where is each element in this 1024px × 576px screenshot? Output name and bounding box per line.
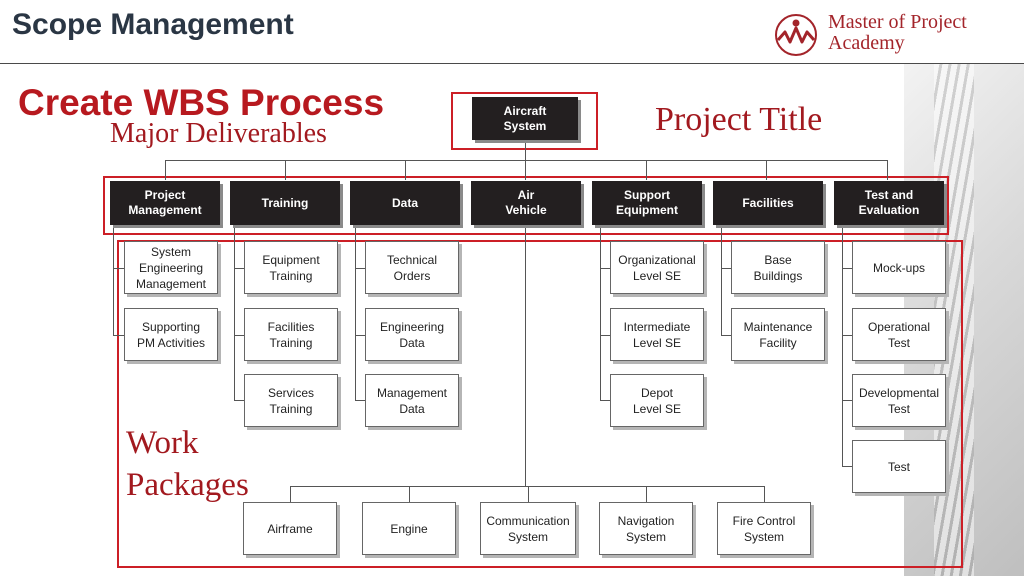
major-deliverables-highlight — [103, 176, 949, 235]
connector — [290, 486, 764, 487]
connector — [528, 486, 529, 502]
work-package-management-data: Management Data — [365, 374, 459, 427]
work-package-technical-orders: Technical Orders — [365, 241, 459, 294]
work-package-supporting-pm-activities: Supporting PM Activities — [124, 308, 218, 361]
logo-text-line-2: Academy — [828, 32, 905, 54]
work-package-engineering-data: Engineering Data — [365, 308, 459, 361]
deliverable-project-management: Project Management — [110, 181, 220, 225]
logo-text-line-1: Master of Project — [828, 11, 967, 33]
work-package-organizational-level-se: Organizational Level SE — [610, 241, 704, 294]
connector — [600, 335, 610, 336]
connector — [234, 268, 244, 269]
connector — [764, 486, 765, 502]
connector — [285, 160, 286, 180]
slide-subtitle: Major Deliverables — [110, 118, 327, 149]
connector — [355, 400, 365, 401]
wbs-root-node: Aircraft System — [472, 97, 578, 140]
connector — [842, 268, 852, 269]
work-package-engine: Engine — [362, 502, 456, 555]
work-package-maintenance-facility: Maintenance Facility — [731, 308, 825, 361]
connector — [355, 268, 365, 269]
connector — [842, 400, 852, 401]
connector — [234, 335, 244, 336]
connector — [721, 268, 731, 269]
connector — [355, 335, 365, 336]
connector — [165, 160, 166, 180]
connector — [525, 225, 526, 486]
slide-title: Create WBS Process — [18, 82, 385, 123]
connector — [234, 400, 244, 401]
connector — [646, 486, 647, 502]
work-package-mock-ups: Mock-ups — [852, 241, 946, 294]
work-package-facilities-training: Facilities Training — [244, 308, 338, 361]
work-package-services-training: Services Training — [244, 374, 338, 427]
connector — [600, 400, 610, 401]
work-package-airframe: Airframe — [243, 502, 337, 555]
deliverable-data: Data — [350, 181, 460, 225]
work-package-communication-system: Communication System — [480, 502, 576, 555]
connector — [600, 225, 601, 400]
page-title: Scope Management — [12, 8, 294, 41]
connector — [842, 335, 852, 336]
project-title-highlight — [451, 92, 598, 150]
connector — [887, 160, 888, 180]
mpa-logo-icon — [775, 14, 817, 56]
connector — [234, 225, 235, 400]
connector — [290, 486, 291, 502]
connector — [721, 335, 731, 336]
project-title-label: Project Title — [655, 101, 823, 138]
work-package-fire-control-system: Fire Control System — [717, 502, 811, 555]
deliverable-support-equipment: Support Equipment — [592, 181, 702, 225]
connector — [113, 268, 124, 269]
connector — [405, 160, 406, 180]
connector — [842, 225, 843, 466]
work-package-base-buildings: Base Buildings — [731, 241, 825, 294]
work-package-system-engineering-management: System Engineering Management — [124, 241, 218, 294]
work-package-test: Test — [852, 440, 946, 493]
work-package-operational-test: Operational Test — [852, 308, 946, 361]
work-package-equipment-training: Equipment Training — [244, 241, 338, 294]
connector — [842, 466, 852, 467]
logo-text: Master of Project Academy — [828, 12, 967, 54]
slide-header: Scope Management Master of Project Acade… — [0, 0, 1024, 64]
connector — [165, 160, 887, 161]
connector — [113, 225, 114, 336]
deliverable-facilities: Facilities — [713, 181, 823, 225]
work-package-navigation-system: Navigation System — [599, 502, 693, 555]
connector — [646, 160, 647, 180]
connector — [409, 486, 410, 502]
work-packages-label: Work Packages — [126, 425, 249, 503]
deliverable-air-vehicle: Air Vehicle — [471, 181, 581, 225]
deliverable-training: Training — [230, 181, 340, 225]
work-package-developmental-test: Developmental Test — [852, 374, 946, 427]
work-package-intermediate-level-se: Intermediate Level SE — [610, 308, 704, 361]
work-package-depot-level-se: Depot Level SE — [610, 374, 704, 427]
connector — [113, 335, 124, 336]
connector — [766, 160, 767, 180]
connector — [355, 225, 356, 400]
connector — [600, 268, 610, 269]
deliverable-test-and-evaluation: Test and Evaluation — [834, 181, 944, 225]
connector — [721, 225, 722, 336]
header-divider — [0, 63, 1024, 64]
work-packages-highlight — [117, 240, 963, 568]
